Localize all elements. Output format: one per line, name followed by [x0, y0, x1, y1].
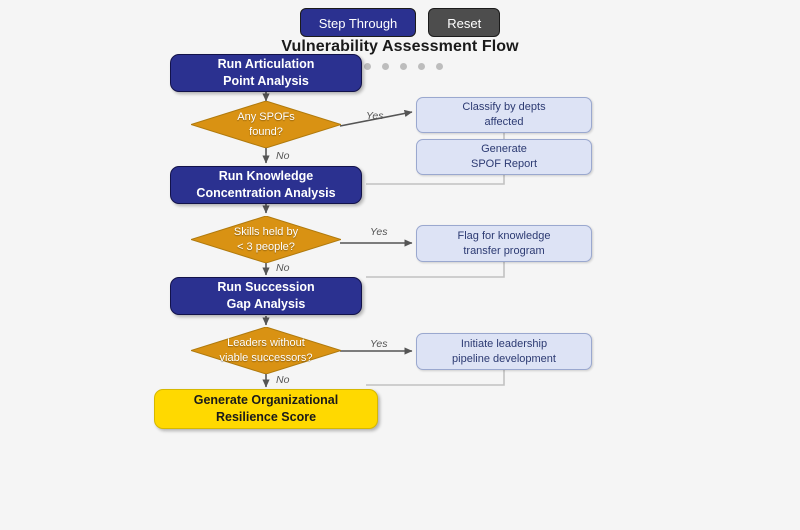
diamond-icon: [191, 327, 341, 374]
step-dot: [436, 63, 443, 70]
node-articulation[interactable]: Run Articulation Point Analysis: [170, 54, 362, 92]
node-leaders-decision[interactable]: Leaders without viable successors?: [191, 327, 341, 374]
page-title: Vulnerability Assessment Flow: [281, 38, 519, 55]
node-label-line2: Gap Analysis: [226, 297, 306, 311]
step-dot: [364, 63, 371, 70]
diamond-icon: [191, 101, 341, 148]
toolbar: Step Through Reset: [0, 7, 800, 37]
node-label-line2: SPOF Report: [470, 158, 538, 170]
node-spof-report[interactable]: Generate SPOF Report: [416, 139, 592, 175]
edge-label-yes-1: Yes: [366, 110, 384, 122]
node-spof-decision[interactable]: Any SPOFs found?: [191, 101, 341, 148]
step-dot: [400, 63, 407, 70]
node-flag-knowledge-transfer[interactable]: Flag for knowledge transfer program: [416, 225, 592, 262]
edge-label-yes-2: Yes: [370, 226, 388, 238]
node-resilience-score[interactable]: Generate Organizational Resilience Score: [154, 389, 378, 429]
step-through-button[interactable]: Step Through: [299, 7, 417, 37]
node-label-line2: found?: [249, 125, 283, 138]
node-label-line2: affected: [484, 116, 524, 128]
node-label: Any SPOFs found?: [237, 110, 294, 140]
node-label-line1: Flag for knowledge: [457, 229, 551, 242]
node-label-line1: Any SPOFs: [237, 110, 295, 123]
node-label: Skills held by < 3 people?: [234, 225, 298, 255]
edge-label-no-3: No: [276, 374, 290, 386]
diamond-icon: [191, 216, 341, 263]
step-dot: [418, 63, 425, 70]
node-label-line2: < 3 people?: [237, 240, 295, 253]
node-label-line2: Resilience Score: [215, 410, 317, 424]
node-label-line2: transfer program: [463, 244, 545, 257]
step-indicator: [364, 63, 443, 70]
node-label-line1: Initiate leadership: [460, 337, 548, 350]
node-label-line2: Point Analysis: [223, 74, 309, 88]
node-label-line1: Run Succession: [217, 280, 315, 295]
node-label-line1: Run Knowledge: [218, 169, 314, 184]
reset-button[interactable]: Reset: [428, 7, 501, 37]
edge-label-no-1: No: [276, 150, 290, 162]
node-label-line2: Concentration Analysis: [196, 186, 336, 200]
node-label-line1: Generate: [481, 143, 527, 156]
edge-label-yes-3: Yes: [370, 338, 388, 350]
node-knowledge-concentration[interactable]: Run Knowledge Concentration Analysis: [170, 166, 362, 204]
node-classify-depts[interactable]: Classify by depts affected: [416, 97, 592, 133]
node-initiate-leadership[interactable]: Initiate leadership pipeline development: [416, 333, 592, 370]
edge-label-no-2: No: [276, 262, 290, 274]
node-skills-decision[interactable]: Skills held by < 3 people?: [191, 216, 341, 263]
node-succession-gap[interactable]: Run Succession Gap Analysis: [170, 277, 362, 315]
node-label-line2: viable successors?: [219, 351, 313, 364]
node-label-line1: Skills held by: [233, 225, 299, 238]
node-label: Leaders without viable successors?: [220, 336, 313, 366]
node-label-line1: Generate Organizational: [193, 393, 339, 408]
node-label-line1: Run Articulation: [217, 57, 315, 72]
node-label-line2: pipeline development: [452, 352, 556, 365]
node-label-line1: Classify by depts: [462, 101, 546, 114]
node-label-line1: Leaders without: [227, 336, 305, 349]
step-dot: [382, 63, 389, 70]
